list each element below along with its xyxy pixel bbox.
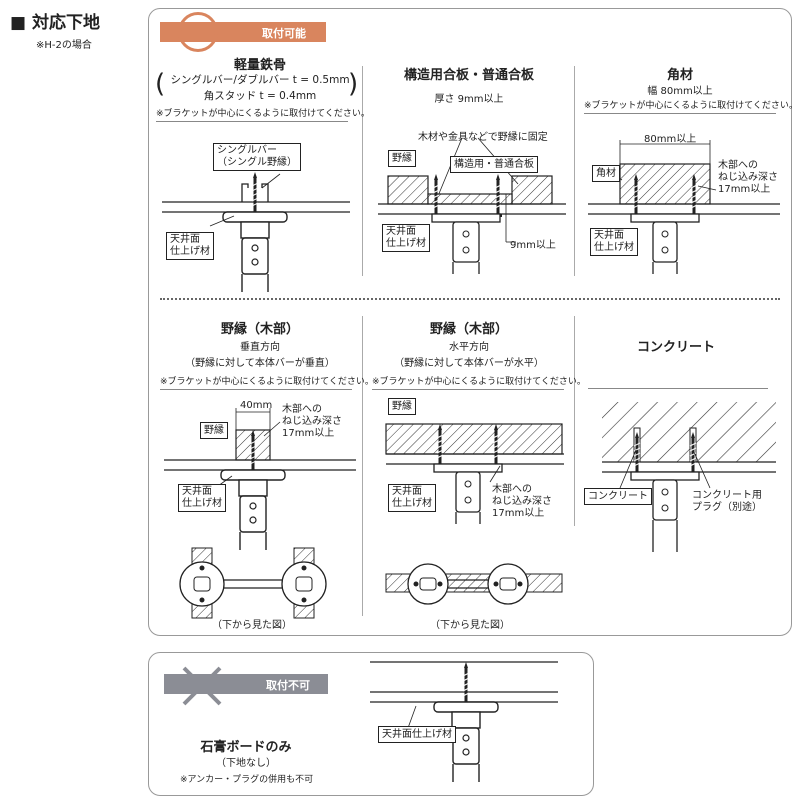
plywood-title: 構造用合板・普通合板 [403, 68, 534, 83]
woodv-label-depth: 木部への ねじ込み深さ 17mm以上 [282, 404, 342, 439]
woodv-sub2: （野縁に対して本体バーが垂直） [185, 358, 335, 369]
model-note: ※H-2の場合 [36, 40, 92, 51]
woodv-note: ※ブラケットが中心にくるように取付けてください。 [160, 377, 374, 387]
ng-title: 石膏ボードのみ [200, 740, 292, 755]
ng-badge-label: 取付不可 [266, 679, 310, 692]
ng-sub: （下地なし） [216, 758, 276, 769]
woodh-label-depth: 木部への ねじ込み深さ 17mm以上 [492, 484, 552, 519]
concrete-diagram [602, 402, 776, 552]
woodh-note-rule [372, 389, 564, 390]
woodh-label-noen: 野縁 [388, 398, 416, 415]
plywood-sub: 厚さ 9mm以上 [434, 94, 504, 105]
woodv-sub1: 垂直方向 [240, 342, 280, 353]
ng-diagram [370, 660, 558, 783]
ok-circle-icon [178, 12, 218, 52]
concrete-rule [588, 388, 768, 389]
lumber-title: 角材 [666, 68, 693, 83]
lumber-label-ceiling: 天井面 仕上げ材 [590, 228, 638, 256]
divider-vertical-2 [574, 66, 575, 276]
plywood-label-ceiling: 天井面 仕上げ材 [382, 224, 430, 252]
woodh-sub2: （野縁に対して本体バーが水平） [394, 358, 544, 369]
plywood-label-fix: 木材や金具などで野縁に固定 [418, 132, 548, 143]
divider-vertical-1 [362, 66, 363, 276]
steel-label-bar: シングルバー （シングル野縁） [213, 143, 301, 171]
woodv-label-width: 40mm [240, 400, 273, 411]
concrete-label-concrete: コンクリート [584, 488, 652, 505]
plywood-label-noen: 野縁 [388, 150, 416, 167]
lumber-diagram [588, 140, 780, 274]
divider-vertical-4 [574, 316, 575, 526]
woodh-note: ※ブラケットが中心にくるように取付けてください。 [372, 377, 586, 387]
divider-vertical-3 [362, 316, 363, 616]
lumber-label-width: 80mm以上 [644, 134, 697, 145]
steel-brace-left: ( [155, 69, 166, 99]
woodv-label-ceiling: 天井面 仕上げ材 [178, 484, 226, 512]
plywood-label-thick: 9mm以上 [510, 240, 556, 251]
woodv-caption: （下から見た図） [212, 620, 292, 631]
woodv-diagram [164, 408, 356, 619]
lumber-sub: 幅 80mm以上 [647, 86, 713, 97]
woodh-title: 野縁（木部） [429, 322, 508, 337]
lumber-label-kakuzai: 角材 [592, 165, 620, 182]
plywood-label-board: 構造用・普通合板 [450, 156, 538, 173]
concrete-label-plug: コンクリート用 プラグ（別途） [692, 490, 762, 513]
woodv-label-noen: 野縁 [200, 422, 228, 439]
steel-brace-right: ) [348, 69, 359, 99]
steel-note: ※ブラケットが中心にくるように取付けてください。 [156, 109, 370, 119]
concrete-title: コンクリート [636, 340, 715, 355]
woodh-label-ceiling: 天井面 仕上げ材 [388, 484, 436, 512]
steel-line2: 角スタッド t = 0.4mm [203, 90, 317, 102]
lumber-note-rule [584, 113, 776, 114]
section-title: ■ 対応下地 [10, 13, 100, 33]
ok-badge-label: 取付可能 [262, 27, 306, 40]
woodv-note-rule [160, 389, 352, 390]
ng-note: ※アンカー・プラグの併用も不可 [180, 775, 314, 785]
steel-diagram [162, 170, 350, 293]
woodh-sub1: 水平方向 [449, 342, 489, 353]
ng-cross-icon [182, 666, 222, 706]
woodh-caption: （下から見た図） [430, 620, 510, 631]
lumber-note: ※ブラケットが中心にくるように取付けてください。 [584, 101, 798, 111]
woodh-diagram [385, 422, 564, 605]
plywood-diagram [378, 137, 566, 274]
ng-label-ceiling: 天井面仕上げ材 [378, 726, 456, 743]
steel-note-rule [156, 121, 348, 122]
plywood-fix-rule [378, 128, 538, 129]
woodv-title: 野縁（木部） [220, 322, 299, 337]
steel-label-ceiling: 天井面 仕上げ材 [166, 232, 214, 260]
divider-dotted [160, 298, 780, 300]
steel-line1: シングルバー/ダブルバー t = 0.5mm [170, 74, 350, 86]
lumber-label-depth: 木部への ねじ込み深さ 17mm以上 [718, 160, 778, 195]
steel-title: 軽量鉄骨 [233, 58, 286, 73]
